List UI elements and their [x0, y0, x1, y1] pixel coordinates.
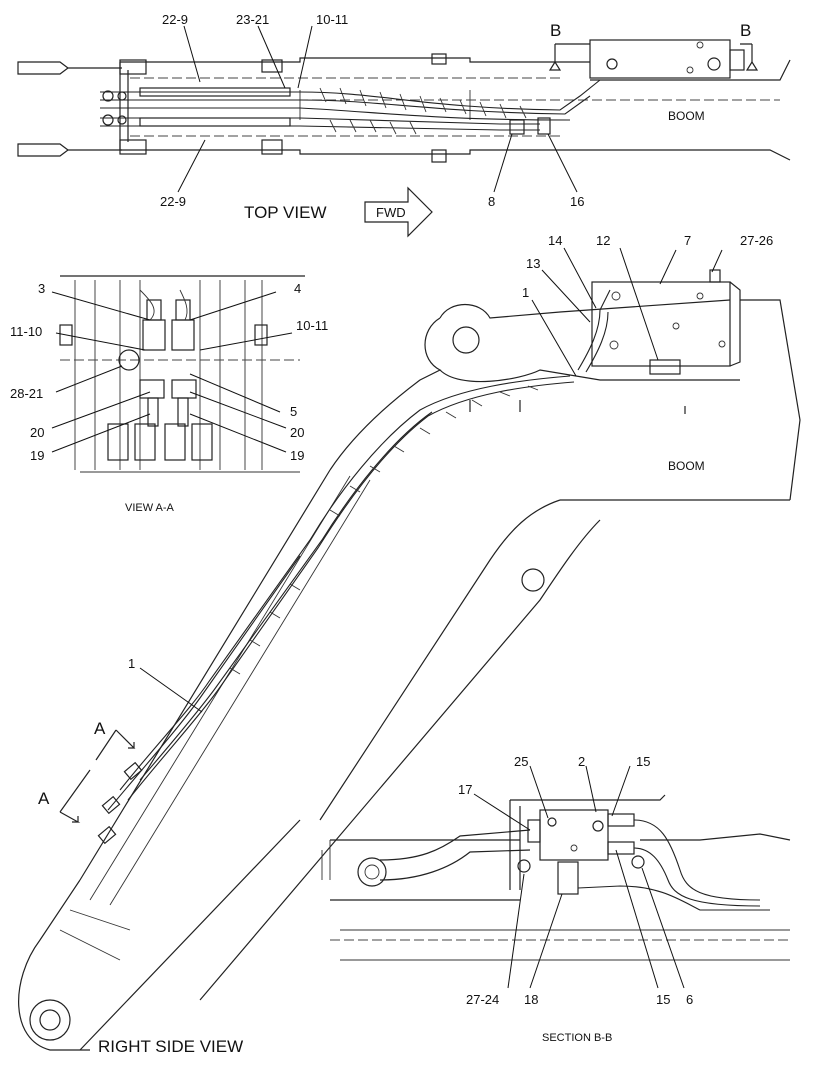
callout-27-26: 27-26 [740, 233, 773, 248]
callout-19-left: 19 [30, 448, 44, 463]
side-view-title: RIGHT SIDE VIEW [98, 1037, 243, 1056]
section-marker-b-right: B [740, 21, 751, 40]
section-b-title: SECTION B-B [542, 1032, 612, 1044]
callout-27-24: 27-24 [466, 992, 499, 1007]
top-view-title: TOP VIEW [244, 203, 327, 222]
boom-label-top: BOOM [668, 109, 705, 123]
callout-22-9-bottom: 22-9 [160, 194, 186, 209]
section-marker-a-lower: A [38, 789, 50, 808]
callout-16: 16 [570, 194, 584, 209]
fwd-label: FWD [376, 205, 406, 220]
callout-22-9-top: 22-9 [162, 12, 188, 27]
section-marker-a-upper: A [94, 719, 106, 738]
callout-5: 5 [290, 404, 297, 419]
callout-20-right: 20 [290, 425, 304, 440]
callout-18: 18 [524, 992, 538, 1007]
callout-23-21: 23-21 [236, 12, 269, 27]
boom-label-side: BOOM [668, 459, 705, 473]
callout-19-right: 19 [290, 448, 304, 463]
callout-28-21: 28-21 [10, 386, 43, 401]
callout-14: 14 [548, 233, 562, 248]
callout-8: 8 [488, 194, 495, 209]
callout-1-upper: 1 [522, 285, 529, 300]
callout-17: 17 [458, 782, 472, 797]
callout-6: 6 [686, 992, 693, 1007]
callout-20-left: 20 [30, 425, 44, 440]
callout-12: 12 [596, 233, 610, 248]
view-a-title: VIEW A-A [125, 502, 175, 514]
callout-10-11-top: 10-11 [316, 12, 348, 27]
side-view-drawing [18, 247, 801, 1051]
callout-1-lower: 1 [128, 656, 135, 671]
view-a-drawing [51, 275, 305, 473]
callout-10-11-view-a: 10-11 [296, 318, 328, 333]
callout-3: 3 [38, 281, 45, 296]
section-marker-b-left: B [550, 21, 561, 40]
section-b-drawing [321, 765, 791, 989]
callout-13: 13 [526, 256, 540, 271]
callout-15-top: 15 [636, 754, 650, 769]
callout-25: 25 [514, 754, 528, 769]
callout-7: 7 [684, 233, 691, 248]
callout-2: 2 [578, 754, 585, 769]
callout-15-bottom: 15 [656, 992, 670, 1007]
top-view-drawing [17, 25, 791, 238]
callout-4: 4 [294, 281, 301, 296]
callout-11-10: 11-10 [10, 324, 42, 339]
